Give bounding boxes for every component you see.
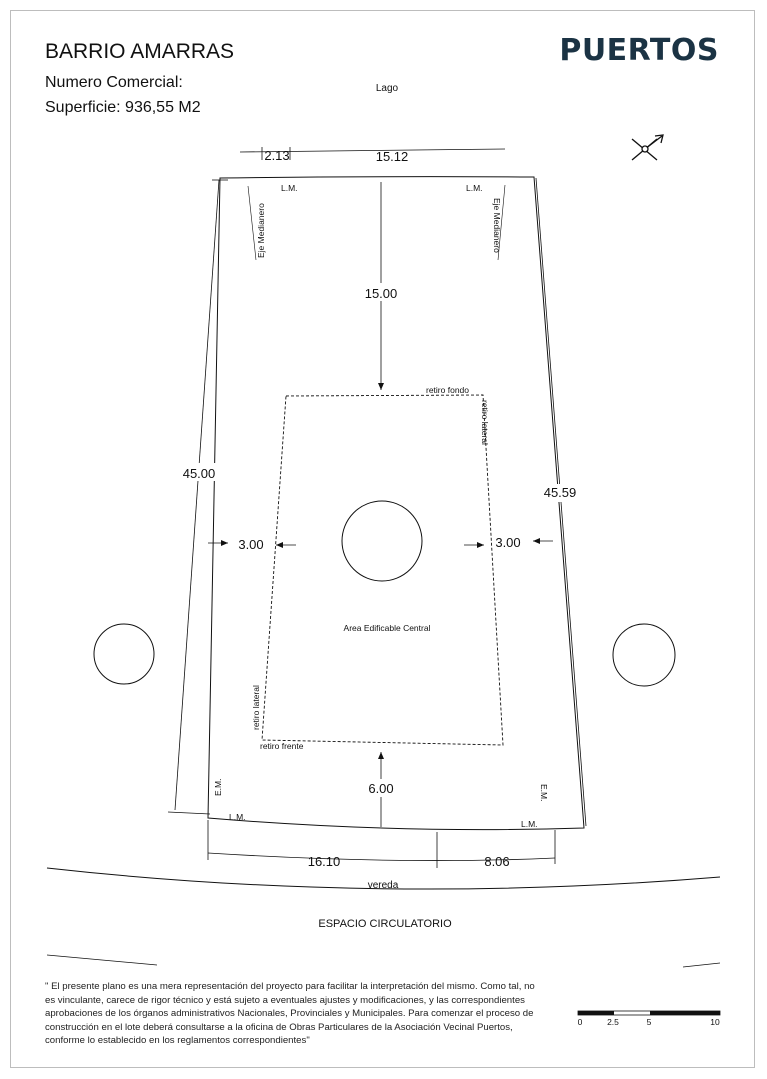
front-dim-bg	[364, 779, 398, 797]
lot-outline	[207, 176, 585, 831]
lago-label: Lago	[376, 83, 399, 94]
compass-icon	[631, 134, 664, 161]
vereda-label: vereda	[368, 880, 399, 891]
back-dim-bg	[362, 283, 400, 301]
right-dim-bg	[540, 484, 580, 502]
lower-curve-left	[46, 954, 158, 966]
left-dim-bg	[178, 463, 218, 481]
dim-bottom-left: 16.10	[308, 854, 341, 869]
right-circle	[612, 623, 676, 687]
dim-back-setback: 15.00	[365, 286, 398, 301]
numero-comercial: Numero Comercial:	[45, 74, 183, 91]
eje-medianero-left: Eje Medianero	[256, 203, 266, 258]
eje-line-left	[247, 185, 257, 261]
dim-right-side: 45.59	[544, 485, 577, 500]
vereda-curve	[46, 867, 721, 890]
left-circle	[93, 623, 155, 685]
retiro-fondo: retiro fondo	[426, 385, 469, 395]
lm-bottom-right: L.M.	[521, 819, 538, 829]
superficie: Superficie: 936,55 M2	[45, 99, 201, 116]
dim-top-right: 15.12	[376, 149, 409, 164]
dim-top-left: 2.13	[264, 148, 289, 163]
scale-tick-1: 2.5	[607, 1017, 619, 1027]
lm-top-right: L.M.	[466, 183, 483, 193]
lower-curve-right	[682, 962, 721, 968]
left-dimension	[167, 179, 228, 815]
buildable-area	[261, 394, 504, 746]
espacio-circulatorio: ESPACIO CIRCULATORIO	[318, 918, 452, 930]
page-frame	[10, 10, 755, 1068]
eje-medianero-right: Eje Medianero	[492, 198, 502, 253]
lm-top-left: L.M.	[281, 183, 298, 193]
dim-bottom-right: 8.06	[484, 854, 509, 869]
page-title: BARRIO AMARRAS	[45, 40, 235, 63]
retiro-lateral-right: retiro lateral	[480, 400, 490, 445]
dim-front-setback: 6.00	[368, 781, 393, 796]
em-right: E.M.	[539, 784, 549, 801]
dim-left-side: 45.00	[183, 466, 216, 481]
central-circle	[341, 500, 423, 582]
dim-left-setback: 3.00	[238, 537, 263, 552]
lm-bottom-left: L.M.	[229, 812, 246, 822]
retiro-lateral-left: retiro lateral	[251, 685, 261, 730]
scale-tick-2: 5	[647, 1017, 652, 1027]
eje-line-right	[497, 184, 506, 261]
bottom-dimension	[207, 820, 556, 868]
dim-right-setback: 3.00	[495, 535, 520, 550]
retiro-frente: retiro frente	[260, 741, 304, 751]
area-edificable-label: Area Edificable Central	[344, 623, 431, 633]
puertos-logo: PUERTOS	[559, 33, 719, 68]
em-left: E.M.	[213, 779, 223, 796]
scale-tick-3: 10	[710, 1017, 720, 1027]
top-dimension	[239, 147, 506, 160]
disclaimer: " El presente plano es una mera represen…	[45, 981, 535, 1046]
scale-tick-0: 0	[578, 1017, 583, 1027]
scale-bar	[577, 1010, 721, 1016]
